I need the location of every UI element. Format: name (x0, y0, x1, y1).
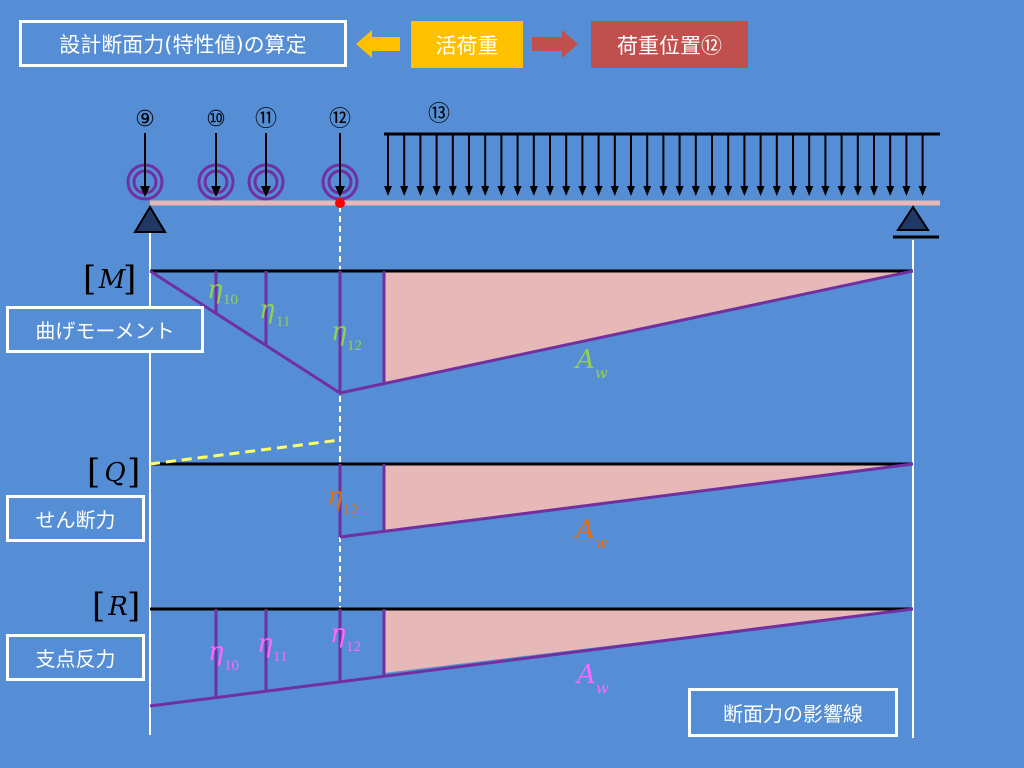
moment-eta-11-label: η 11 (259, 295, 290, 330)
moment-eta-10-label: η 10 (207, 275, 238, 308)
page-title: 設計断面力(特性値)の算定 (19, 20, 347, 67)
load-marker-10 (197, 133, 235, 201)
svg-text:A: A (574, 515, 595, 545)
svg-text:12: 12 (347, 338, 362, 354)
svg-text:η: η (259, 295, 275, 325)
shear-eta-12-label: η 12 (327, 482, 358, 518)
svg-text:η: η (331, 317, 347, 347)
svg-text:η: η (207, 275, 223, 305)
right-arrow-icon (532, 30, 578, 58)
load-label-11: ⑪ (255, 107, 277, 132)
shear-symbol: [ ] Q (87, 452, 140, 492)
svg-text:w: w (595, 364, 608, 382)
shear-influence-line (149, 438, 914, 539)
load-point-marker (335, 198, 345, 208)
load-marker-11 (247, 133, 285, 201)
reaction-eta-11-label: η 11 (257, 629, 287, 665)
svg-text:]: ] (123, 259, 136, 299)
reaction-area-label: A w (575, 660, 609, 697)
svg-text:η: η (257, 629, 273, 659)
svg-text:[: [ (87, 452, 100, 492)
shear-area-label: A w (574, 515, 608, 552)
load-label-9: ⑨ (135, 107, 155, 132)
svg-text:[: [ (92, 586, 105, 626)
svg-text:[: [ (83, 259, 96, 299)
moment-area-label: A w (574, 345, 608, 382)
svg-text:]: ] (127, 586, 140, 626)
load-marker-9 (126, 133, 164, 201)
moment-eta-12-label: η 12 (331, 317, 362, 354)
svg-text:12: 12 (346, 639, 361, 655)
svg-text:10: 10 (224, 658, 239, 674)
svg-text:12: 12 (343, 502, 358, 518)
moment-influence-line (149, 269, 914, 395)
legend-label: 断面力の影響線 (688, 688, 898, 737)
load-label-10: ⑩ (206, 107, 226, 132)
reaction-eta-10-label: η 10 (208, 637, 239, 674)
svg-text:11: 11 (276, 314, 290, 330)
svg-text:M: M (98, 265, 127, 295)
svg-text:Q: Q (104, 458, 125, 488)
load-label-13: ⑬ (428, 102, 450, 127)
reaction-eta-12-label: η 12 (330, 619, 361, 655)
reaction-influence-line (149, 607, 914, 708)
live-load-badge: 活荷重 (411, 21, 523, 68)
distributed-load (384, 132, 940, 196)
reaction-label: 支点反力 (6, 634, 145, 681)
shear-label: せん断力 (6, 495, 145, 542)
svg-text:A: A (574, 345, 595, 375)
pin-support-icon (133, 205, 167, 233)
svg-text:R: R (107, 592, 128, 622)
svg-text:η: η (208, 637, 224, 667)
moment-label: 曲げモーメント (6, 306, 204, 353)
svg-text:]: ] (127, 452, 140, 492)
svg-text:11: 11 (273, 649, 287, 665)
load-label-12: ⑫ (329, 107, 351, 132)
roller-support-icon (893, 205, 939, 239)
svg-text:A: A (575, 660, 596, 690)
load-position-badge: 荷重位置⑫ (591, 21, 748, 68)
left-arrow-icon (356, 30, 400, 58)
svg-text:10: 10 (223, 292, 238, 308)
reaction-symbol: [ ] R (92, 586, 140, 626)
moment-symbol: [ ] M (83, 259, 136, 299)
load-marker-12 (321, 133, 359, 201)
svg-text:w: w (596, 679, 609, 697)
svg-text:η: η (330, 619, 346, 649)
svg-text:w: w (595, 534, 608, 552)
svg-text:η: η (327, 482, 343, 512)
